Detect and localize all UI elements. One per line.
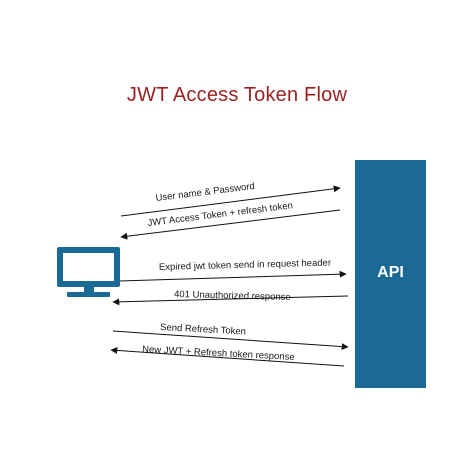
diagram-title: JWT Access Token Flow — [126, 84, 348, 106]
message-unauthorized: 401 Unauthorized response — [112, 289, 349, 306]
message-label: New JWT + Refresh token response — [142, 344, 295, 363]
message-tokens: JWT Access Token + refresh token — [120, 200, 341, 240]
arrow-expired-request — [119, 270, 347, 282]
arrow-unauthorized — [112, 295, 349, 306]
message-refresh-request: Send Refresh Token — [112, 322, 349, 351]
message-label: 401 Unauthorized response — [174, 289, 291, 303]
arrow-tokens — [120, 209, 341, 240]
arrow-refresh-response — [110, 346, 345, 367]
api-box — [355, 160, 426, 388]
monitor-icon — [57, 247, 120, 297]
message-label: Expired jwt token send in request header — [159, 257, 331, 273]
message-label: Send Refresh Token — [160, 322, 246, 337]
message-refresh-response: New JWT + Refresh token response — [110, 344, 345, 367]
api-label: API — [377, 264, 404, 281]
message-expired-request: Expired jwt token send in request header — [119, 257, 347, 282]
arrow-credentials — [120, 185, 341, 217]
arrow-refresh-request — [112, 330, 349, 351]
